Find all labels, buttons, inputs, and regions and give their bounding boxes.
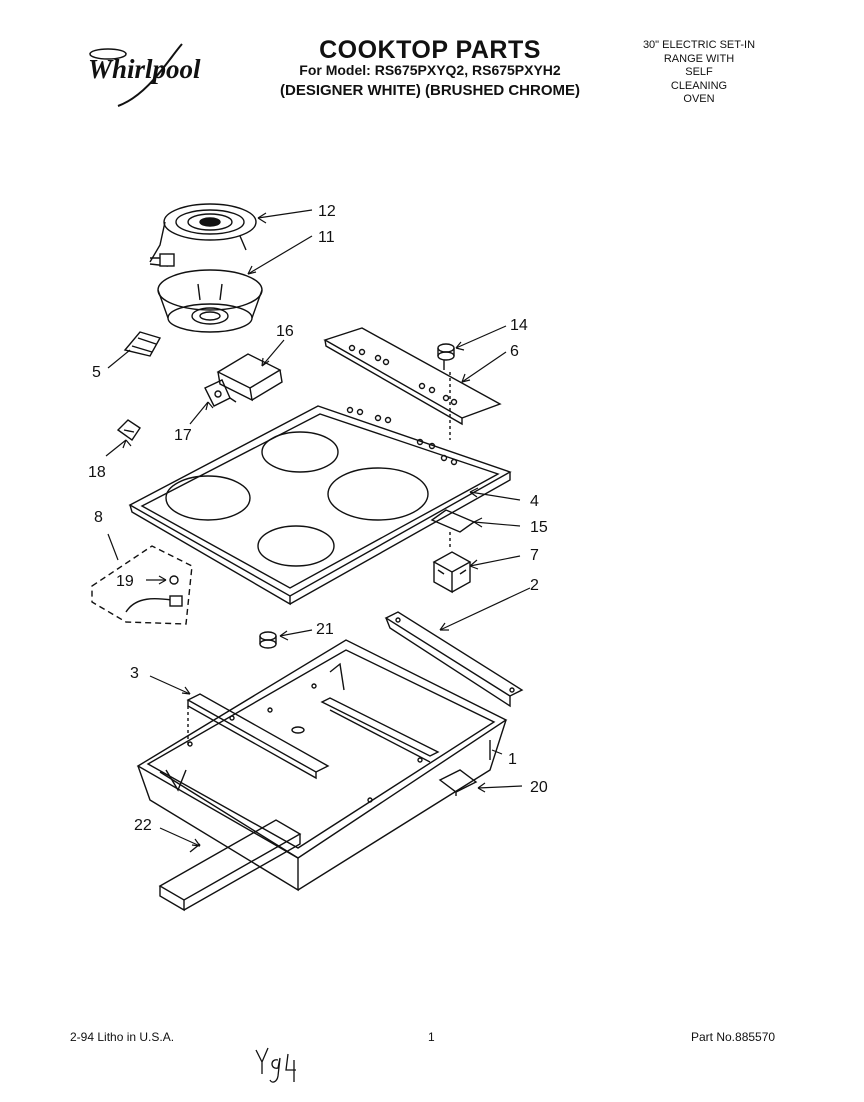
- surface-element-part: [149, 203, 257, 267]
- inner-rail-part: [320, 697, 440, 763]
- callout-15: 15: [530, 519, 548, 536]
- support-channel-part: [384, 611, 524, 708]
- callout-8: 8: [94, 509, 103, 526]
- knob-part: [437, 343, 455, 370]
- bracket-part: [216, 353, 283, 402]
- callout-2: 2: [530, 577, 539, 594]
- part-number: Part No.885570: [691, 1030, 776, 1044]
- callout-6: 6: [510, 343, 519, 360]
- callout-21: 21: [316, 621, 334, 638]
- callout-numbers: 12 11 5 16 14 6 17 18 4 15 8 7 19 2 21 3…: [88, 203, 548, 834]
- cooktop-box-part: [136, 639, 508, 892]
- callout-20: 20: [530, 779, 548, 796]
- callout-3: 3: [130, 665, 139, 682]
- handwritten-note: [255, 1047, 296, 1083]
- range-description: 30" ELECTRIC SET-IN RANGE WITH SELF CLEA…: [624, 39, 774, 107]
- callout-12: 12: [318, 203, 336, 220]
- note-line: CLEANING: [670, 79, 728, 92]
- note-line: SELF: [685, 66, 713, 78]
- callout-19: 19: [116, 573, 134, 590]
- receptacle-part: [204, 379, 237, 407]
- note-line: 30" ELECTRIC SET-IN: [642, 39, 756, 51]
- callout-18: 18: [88, 464, 106, 481]
- callout-5: 5: [92, 364, 101, 381]
- model-numbers: For Model: RS675PXYQ2, RS675PXYH2: [299, 62, 561, 78]
- svg-text:Whirlpool: Whirlpool: [88, 54, 201, 84]
- infinite-switch-part: [432, 551, 472, 594]
- note-line: RANGE WITH: [663, 52, 735, 65]
- drip-bowl-part: [157, 269, 263, 333]
- control-panel-part: [323, 327, 502, 426]
- callout-1: 1: [508, 751, 517, 768]
- callout-17: 17: [174, 427, 192, 444]
- callout-14: 14: [510, 317, 528, 334]
- clip-part: [116, 419, 141, 441]
- finish-options: (DESIGNER WHITE) (BRUSHED CHROME): [280, 82, 580, 99]
- note-line: OVEN: [683, 93, 715, 105]
- callout-4: 4: [530, 493, 539, 510]
- print-info: 2-94 Litho in U.S.A.: [70, 1030, 175, 1044]
- brace-part: [186, 693, 330, 780]
- cooktop-part: [128, 405, 512, 606]
- callout-11: 11: [318, 229, 335, 246]
- callout-22: 22: [134, 817, 152, 834]
- wire-harness-kit: [91, 545, 193, 625]
- page-number: 1: [428, 1030, 435, 1044]
- page-title: COOKTOP PARTS: [319, 36, 541, 64]
- terminal-block-part: [123, 331, 162, 357]
- whirlpool-logo: Whirlpool: [88, 43, 201, 107]
- insulator-part: [430, 509, 476, 548]
- leader-lines: [105, 209, 531, 847]
- callout-16: 16: [276, 323, 294, 340]
- grommet-part: [259, 631, 277, 649]
- callout-7: 7: [530, 547, 539, 564]
- front-channel-part: [158, 819, 302, 912]
- lower-bracket-part: [438, 769, 478, 796]
